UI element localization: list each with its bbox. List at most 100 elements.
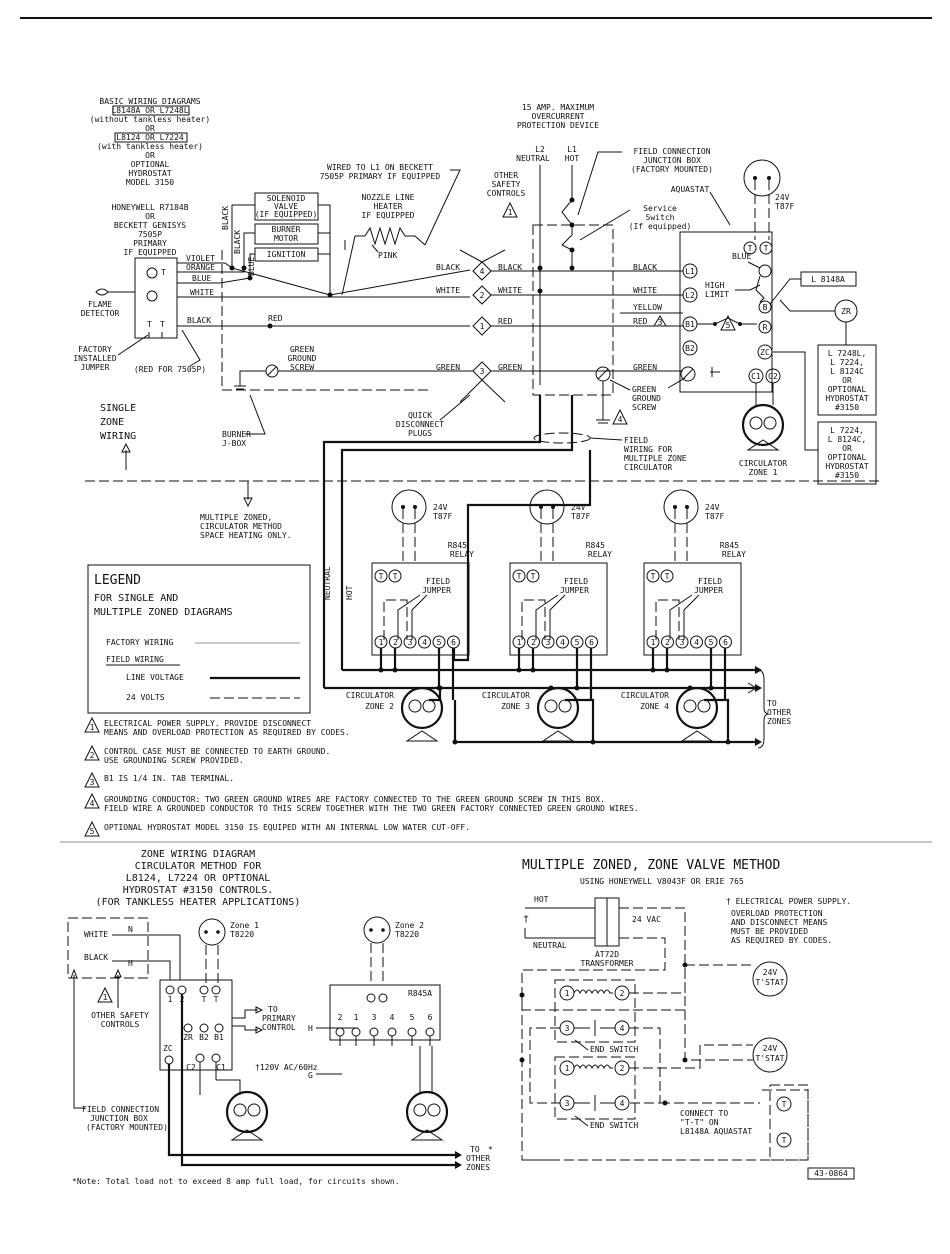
other-safety-switch [561, 199, 573, 226]
svg-text:H: H [128, 959, 133, 968]
to-other-zones: TO OTHER ZONES [747, 669, 791, 749]
svg-text:24V: 24V [705, 503, 720, 512]
svg-text:FIELD CONNECTION: FIELD CONNECTION [82, 1105, 159, 1114]
svg-text:6: 6 [428, 1013, 433, 1022]
burner-jbox-outline [221, 250, 430, 391]
wired-l1-label: WIRED TO L1 ON BECKETT 7505P PRIMARY IF … [320, 163, 461, 246]
svg-text:RELAY: RELAY [450, 550, 474, 559]
svg-text:5: 5 [726, 321, 731, 330]
svg-text:(without tankless heater): (without tankless heater) [90, 115, 210, 124]
burner-jbox-label: BURNER [222, 430, 251, 439]
svg-text:RED: RED [268, 314, 283, 323]
svg-text:4: 4 [620, 1099, 625, 1108]
service-switch-label: Service Switch (If equipped) [579, 204, 691, 241]
svg-text:2: 2 [531, 638, 536, 647]
svg-text:24 VAC: 24 VAC [632, 915, 661, 924]
zone-valve-method: MULTIPLE ZONED, ZONE VALVE METHOD USING … [519, 858, 855, 1180]
svg-text:JUNCTION BOX: JUNCTION BOX [643, 156, 701, 165]
aquastat-wires: BLACK WHITE RED GREEN BLACK WHITE YELLOW… [491, 263, 683, 372]
svg-text:6: 6 [451, 638, 456, 647]
svg-text:MODEL 3150: MODEL 3150 [126, 178, 174, 187]
svg-text:T: T [531, 572, 536, 581]
svg-text:B1 IS 1/4 IN. TAB TERMINAL.: B1 IS 1/4 IN. TAB TERMINAL. [104, 774, 234, 783]
svg-text:24V: 24V [433, 503, 448, 512]
field-wiring-multi: FIELD WIRING FOR MULTIPLE ZONE CIRCULATO… [533, 432, 687, 472]
svg-text:4: 4 [390, 1013, 395, 1022]
svg-text:1: 1 [651, 638, 656, 647]
svg-text:B2: B2 [199, 1033, 209, 1042]
svg-text:IF EQUIPPED: IF EQUIPPED [124, 248, 177, 257]
svg-text:B1: B1 [685, 320, 695, 329]
svg-text:IF EQUIPPED: IF EQUIPPED [362, 211, 415, 220]
svg-text:24V: 24V [571, 503, 586, 512]
quick-disconnect-plugs: 4 2 1 3 QUICK DISCONNECT PLUGS [396, 249, 506, 438]
svg-text:L 8124C,: L 8124C, [828, 435, 867, 444]
svg-text:T'STAT: T'STAT [756, 978, 785, 987]
svg-text:SAFETY: SAFETY [492, 180, 521, 189]
svg-text:PROTECTION DEVICE: PROTECTION DEVICE [517, 121, 599, 130]
svg-text:L8124, L7224 OR OPTIONAL: L8124, L7224 OR OPTIONAL [126, 873, 271, 884]
svg-text:RELAY: RELAY [722, 550, 746, 559]
svg-text:HONEYWELL R7184B: HONEYWELL R7184B [111, 203, 188, 212]
svg-text:DETECTOR: DETECTOR [81, 309, 120, 318]
svg-text:FIELD WIRING: FIELD WIRING [106, 655, 164, 664]
svg-text:HOT: HOT [534, 895, 549, 904]
svg-text:H: H [308, 1024, 313, 1033]
svg-text:OPTIONAL: OPTIONAL [828, 385, 867, 394]
svg-text:T: T [748, 244, 753, 253]
load-note: *Note: Total load not to exceed 8 amp fu… [72, 1177, 400, 1186]
svg-text:HYDROSTAT #3150 CONTROLS.: HYDROSTAT #3150 CONTROLS. [123, 885, 274, 896]
svg-text:GREEN: GREEN [633, 363, 657, 372]
svg-text:3: 3 [680, 638, 685, 647]
svg-text:L8148A AQUASTAT: L8148A AQUASTAT [680, 1127, 752, 1136]
tstat-1-icon [752, 961, 788, 997]
svg-text:T: T [764, 244, 769, 253]
svg-text:BLACK: BLACK [633, 263, 657, 272]
svg-text:Zone 2: Zone 2 [395, 921, 424, 930]
svg-text:WHITE: WHITE [436, 286, 460, 295]
svg-text:HIGH: HIGH [705, 281, 724, 290]
svg-text:"T-T" ON: "T-T" ON [680, 1118, 719, 1127]
svg-text:†: † [523, 914, 529, 925]
svg-text:INSTALLED: INSTALLED [73, 354, 117, 363]
svg-text:ZONE: ZONE [100, 417, 124, 428]
svg-text:L 8124C: L 8124C [830, 367, 864, 376]
svg-text:VALVE: VALVE [274, 202, 298, 211]
svg-text:T87F: T87F [775, 202, 794, 211]
svg-text:FIELD CONNECTION: FIELD CONNECTION [633, 147, 710, 156]
svg-text:BECKETT GENISYS: BECKETT GENISYS [114, 221, 186, 230]
svg-text:T8220: T8220 [395, 930, 419, 939]
svg-text:4: 4 [480, 267, 485, 276]
svg-text:CIRCULATOR METHOD FOR: CIRCULATOR METHOD FOR [135, 861, 262, 872]
svg-text:BLACK: BLACK [221, 206, 230, 230]
controller-box [159, 979, 233, 1071]
svg-text:BLACK: BLACK [498, 263, 522, 272]
svg-text:OTHER: OTHER [466, 1154, 490, 1163]
svg-text:SCREW: SCREW [632, 403, 656, 412]
t87f-thermostat-icon [529, 489, 565, 525]
svg-text:JUMPER: JUMPER [694, 586, 723, 595]
neutral-bus [322, 395, 542, 688]
svg-text:T'STAT: T'STAT [756, 1054, 785, 1063]
svg-text:24V: 24V [763, 1044, 778, 1053]
svg-text:T: T [160, 320, 165, 329]
svg-text:R845: R845 [720, 541, 739, 550]
t87f-thermostat-icon [663, 489, 699, 525]
svg-text:BURNER: BURNER [272, 225, 301, 234]
svg-text:G: G [308, 1071, 313, 1080]
svg-text:J-BOX: J-BOX [222, 439, 246, 448]
svg-text:CONTROLS: CONTROLS [101, 1020, 140, 1029]
warning-triangle-icon [653, 315, 667, 327]
svg-text:BLACK: BLACK [436, 263, 460, 272]
svg-text:7505P PRIMARY IF EQUIPPED: 7505P PRIMARY IF EQUIPPED [320, 172, 441, 181]
svg-text:†120V AC/60Hz: †120V AC/60Hz [255, 1063, 318, 1072]
warning-triangle-icon [84, 820, 100, 837]
svg-text:OR: OR [145, 124, 155, 133]
svg-text:AQUASTAT: AQUASTAT [671, 185, 710, 194]
flame-detector-icon [95, 288, 109, 296]
